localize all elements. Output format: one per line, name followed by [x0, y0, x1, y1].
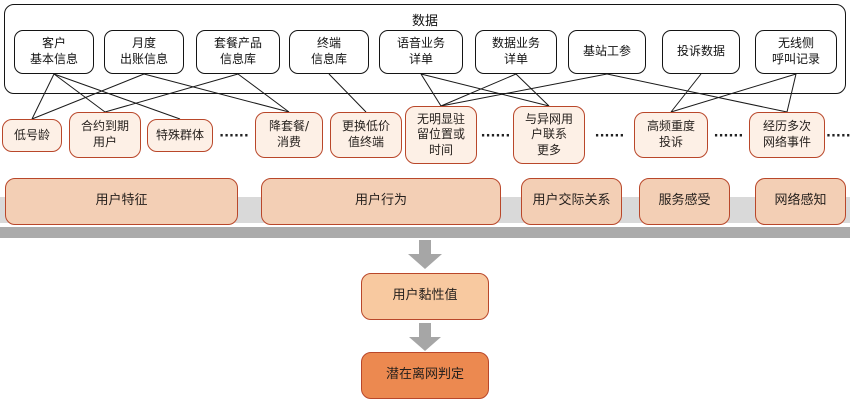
- feature-special-groups: 特殊群体: [147, 119, 213, 152]
- data-source-monthly-billing: 月度 出账信息: [104, 30, 184, 74]
- category-network-perception: 网络感知: [755, 178, 846, 225]
- ellipsis-dots-3: ······: [594, 129, 625, 144]
- data-source-wireless-call-records: 无线侧 呼叫记录: [755, 30, 837, 74]
- category-user-behavior: 用户行为: [261, 178, 501, 225]
- feature-package-downgrade: 降套餐/ 消费: [255, 112, 323, 158]
- feature-contract-expiring-users: 合约到期 用户: [69, 112, 141, 158]
- feature-low-value-terminal-swap: 更换低价 值终端: [330, 112, 402, 158]
- category-user-social-relations: 用户交际关系: [521, 178, 622, 225]
- data-source-base-station-params: 基站工参: [568, 30, 646, 74]
- data-panel-title: 数据: [411, 14, 438, 29]
- data-source-complaint-data: 投诉数据: [662, 30, 740, 74]
- feature-other-network-contacts: 与异网用 户联系 更多: [513, 106, 585, 164]
- data-source-customer-basic-info: 客户 基本信息: [14, 30, 94, 74]
- data-source-terminal-library: 终端 信息库: [289, 30, 369, 74]
- data-source-voice-service-records: 语音业务 详单: [379, 30, 463, 74]
- data-source-package-product-library: 套餐产品 信息库: [196, 30, 280, 74]
- ellipsis-dots-2: ······: [480, 129, 511, 144]
- user-stickiness-box: 用户黏性值: [361, 273, 489, 320]
- down-arrow-main: [408, 240, 442, 269]
- category-service-experience: 服务感受: [639, 178, 730, 225]
- ellipsis-dots-1: ······: [219, 129, 249, 144]
- data-source-data-service-records: 数据业务 详单: [475, 30, 557, 74]
- feature-no-fixed-location: 无明显驻 留位置或 时间: [405, 106, 477, 164]
- down-arrow-secondary: [409, 323, 441, 351]
- feature-network-events: 经历多次 网络事件: [749, 112, 825, 158]
- ellipsis-dots-5: ······: [826, 129, 850, 144]
- category-user-characteristics: 用户特征: [5, 178, 238, 225]
- churn-determination-box: 潜在离网判定: [361, 352, 489, 399]
- feature-frequent-complaints: 高频重度 投诉: [634, 112, 708, 158]
- gray-bar: [0, 227, 850, 238]
- feature-low-account-age: 低号龄: [2, 119, 62, 152]
- ellipsis-dots-4: ······: [713, 129, 744, 144]
